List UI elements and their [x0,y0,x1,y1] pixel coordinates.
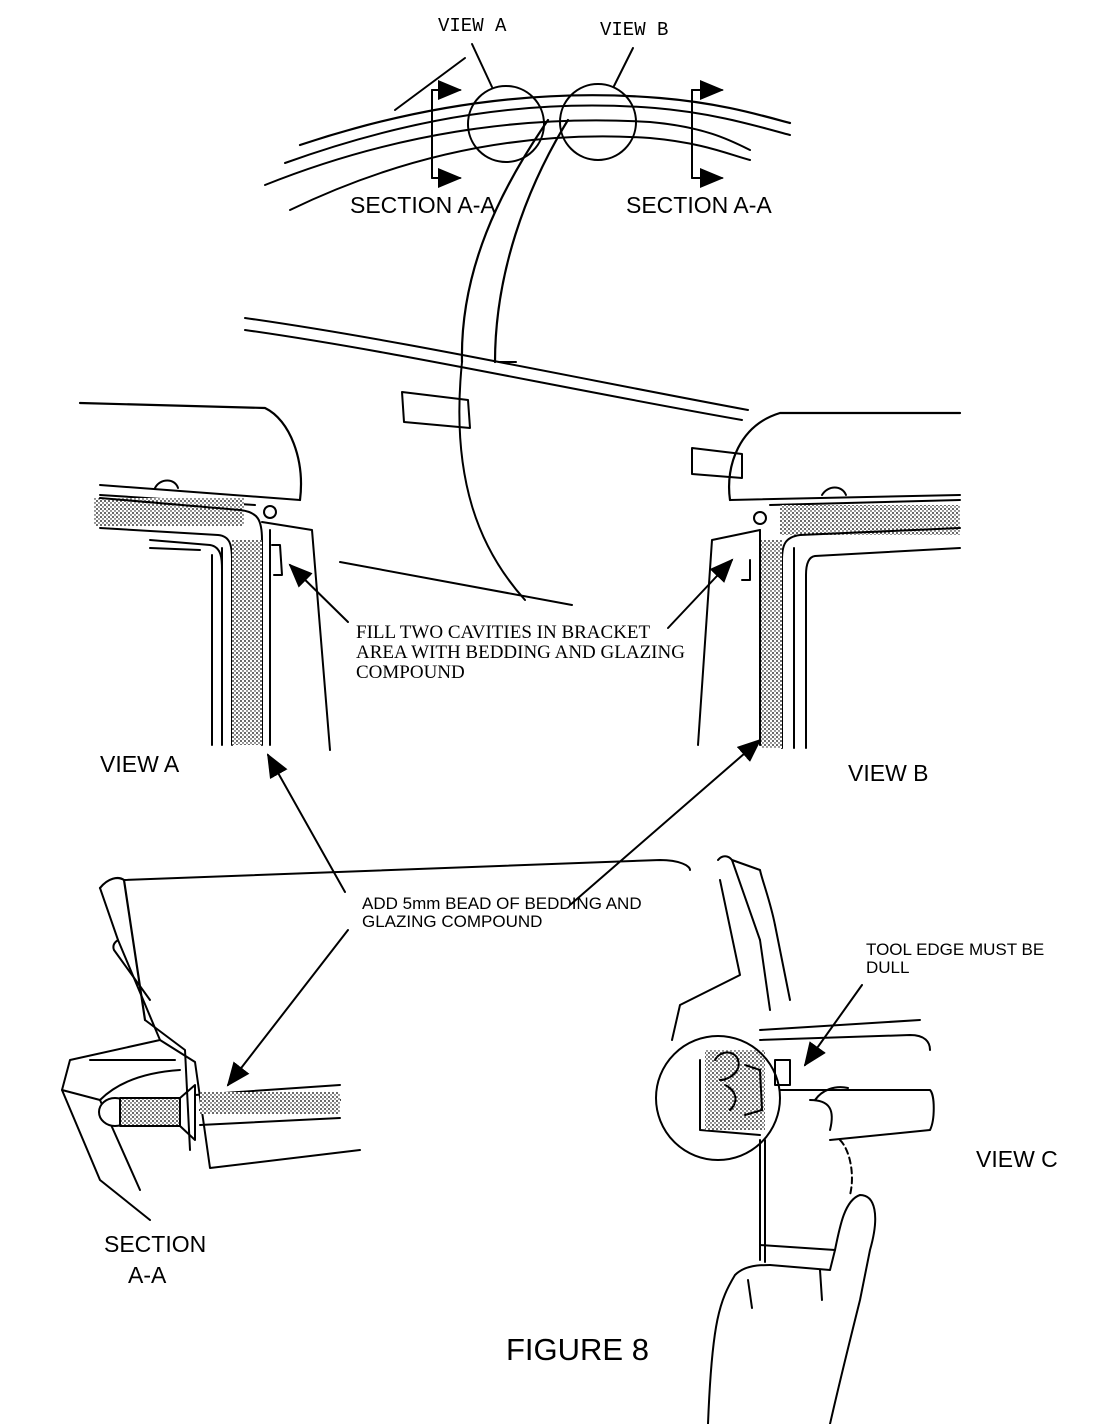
label-section-bottom-line2: A-A [128,1262,167,1288]
label-view-a: VIEW A [100,751,180,777]
section-bracket-left [431,80,462,188]
label-tool-note: TOOL EDGE MUST BE DULL [866,940,1045,977]
bead-arrow-section [226,929,349,1087]
fill-arrow-right [667,558,734,629]
view-b-leader [613,47,634,87]
view-a-callout-circle [467,85,545,163]
label-bead-note: ADD 5mm BEAD OF BEDDING AND GLAZING COMP… [362,894,642,931]
section-bracket-right [691,80,724,188]
label-fill-note: FILL TWO CAVITIES IN BRACKET AREA WITH B… [356,622,685,683]
fill-arrow-left [288,563,349,623]
view-c-detail [655,855,935,1424]
label-view-a-top: VIEW A [438,15,507,37]
view-a-detail [78,401,331,751]
view-a-leader [471,43,493,88]
section-aa-detail [61,859,691,1221]
label-section-right: SECTION A-A [626,192,772,218]
label-section-bottom-line1: SECTION [104,1231,207,1257]
label-section-left: SECTION A-A [350,192,496,218]
bead-arrow-view-b [569,738,762,906]
bead-arrow-view-a [267,753,346,893]
roof-overview [244,57,792,601]
label-view-b: VIEW B [848,760,929,786]
fill-leader-line [339,561,573,606]
label-view-c: VIEW C [976,1146,1058,1172]
tool-arrow [803,984,863,1067]
label-view-b-top: VIEW B [600,19,669,41]
figure-caption: FIGURE 8 [506,1332,649,1367]
view-b-detail [697,411,962,749]
view-b-callout-circle [559,83,637,161]
